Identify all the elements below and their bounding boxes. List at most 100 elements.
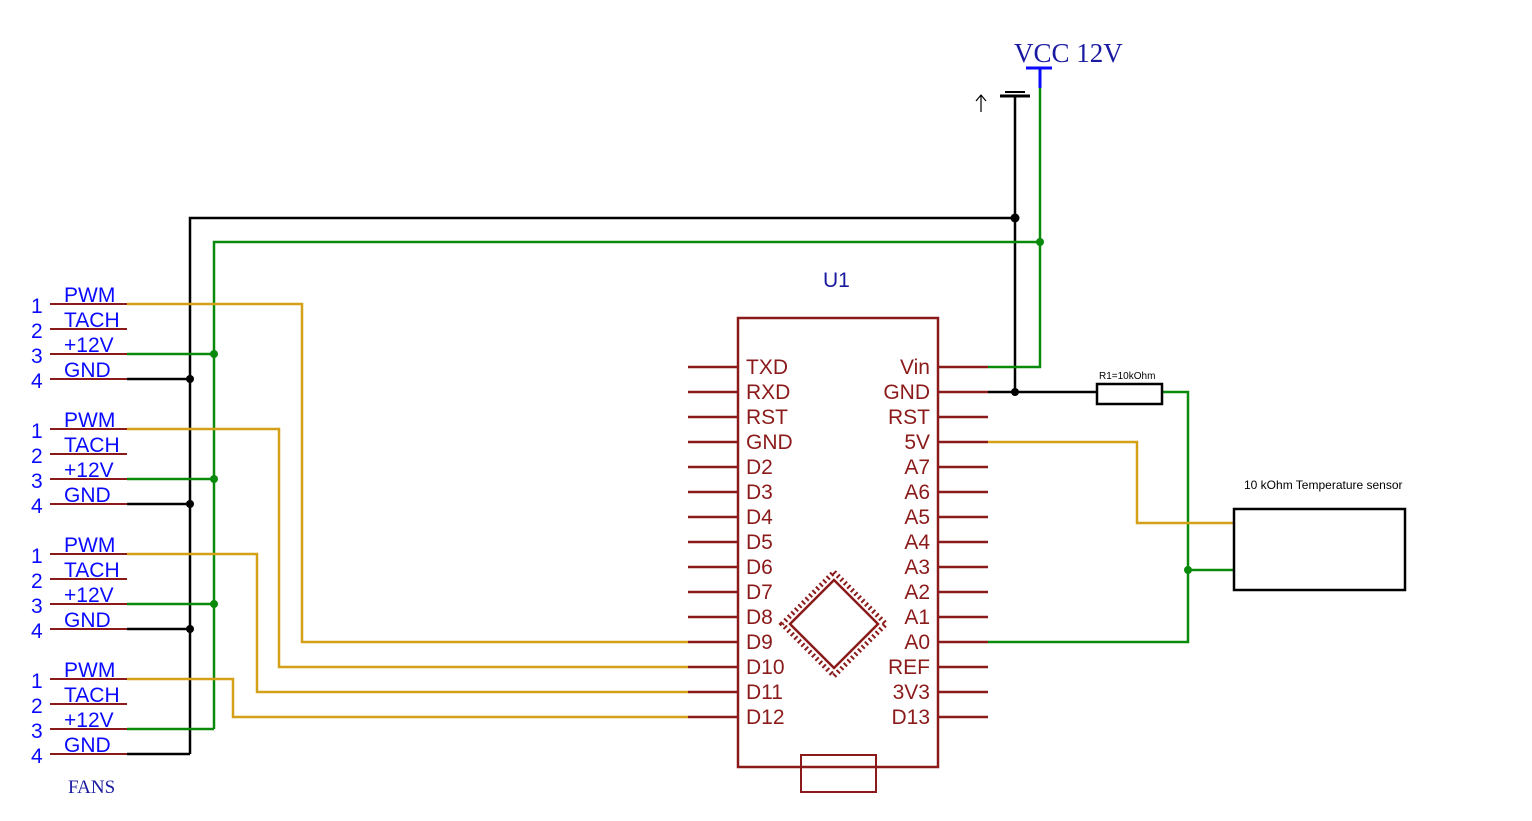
junction-dot bbox=[186, 375, 194, 383]
pin-label-left: D3 bbox=[746, 481, 773, 504]
pin-label-left: D5 bbox=[746, 531, 773, 554]
pin-label: GND bbox=[64, 484, 111, 507]
pin-label: +12V bbox=[64, 334, 114, 357]
pwm4-wire bbox=[127, 677, 688, 719]
pwm1-wire bbox=[127, 302, 688, 644]
pin-label-right: 5V bbox=[904, 431, 930, 454]
pin-number: 3 bbox=[31, 345, 43, 368]
pin-label-left: D12 bbox=[746, 706, 785, 729]
resistor-body bbox=[1095, 382, 1164, 406]
pin-label: TACH bbox=[64, 684, 120, 707]
junction-dot bbox=[1011, 388, 1019, 396]
pin-number: 4 bbox=[31, 620, 43, 643]
pin-label-left: TXD bbox=[746, 356, 788, 379]
pin-label-right: 3V3 bbox=[893, 681, 930, 704]
a0-sense-wire bbox=[988, 390, 1190, 644]
junction-dot bbox=[186, 500, 194, 508]
pin-label-right: GND bbox=[883, 381, 930, 404]
junction-dot bbox=[1184, 566, 1192, 574]
pwm2-wire bbox=[127, 427, 688, 669]
vcc-supply-symbol: VCC 12V bbox=[1014, 38, 1123, 88]
pin-label-right: A6 bbox=[904, 481, 930, 504]
sensor-label: 10 kOhm Temperature sensor bbox=[1244, 478, 1403, 492]
pin-number: 4 bbox=[31, 745, 43, 768]
pin-label: +12V bbox=[64, 709, 114, 732]
pin-label: TACH bbox=[64, 434, 120, 457]
pin-label-right: A2 bbox=[904, 581, 930, 604]
fans-caption: FANS bbox=[68, 777, 115, 798]
pin-label-left: GND bbox=[746, 431, 793, 454]
junction-dot bbox=[210, 600, 218, 608]
pin-label-left: D10 bbox=[746, 656, 785, 679]
pin-number: 1 bbox=[31, 420, 43, 443]
pin-label: TACH bbox=[64, 309, 120, 332]
vin-wire bbox=[988, 88, 1042, 369]
fan-connector-4: 1 2 3 4 PWM TACH +12V GND bbox=[31, 659, 127, 768]
fan-connector-3: 1 2 3 4 PWM TACH +12V GND bbox=[31, 534, 127, 643]
pin-label-left: D8 bbox=[746, 606, 773, 629]
power-net bbox=[127, 88, 1234, 731]
pin-label-right: A3 bbox=[904, 556, 930, 579]
pin-label: +12V bbox=[64, 584, 114, 607]
junction-dot bbox=[210, 350, 218, 358]
5v-wire bbox=[988, 440, 1234, 525]
pin-number: 1 bbox=[31, 670, 43, 693]
pin-label: +12V bbox=[64, 459, 114, 482]
pin-label-left: D9 bbox=[746, 631, 773, 654]
pin-label: PWM bbox=[64, 659, 115, 682]
signal-net bbox=[127, 302, 1234, 719]
junctions bbox=[186, 213, 1192, 633]
pin-label-right: RST bbox=[888, 406, 930, 429]
junction-dot bbox=[1010, 213, 1020, 223]
pin-label-left: RXD bbox=[746, 381, 790, 404]
pin-label-right: D13 bbox=[891, 706, 930, 729]
pin-label: PWM bbox=[64, 284, 115, 307]
pin-number: 2 bbox=[31, 445, 43, 468]
pin-label-left: RST bbox=[746, 406, 788, 429]
usb-connector bbox=[800, 754, 877, 793]
pin-number: 3 bbox=[31, 595, 43, 618]
resistor-label: R1=10kOhm bbox=[1099, 371, 1155, 382]
pin-label-left: D11 bbox=[746, 681, 783, 704]
sensor-body bbox=[1232, 507, 1407, 592]
pin-number: 1 bbox=[31, 295, 43, 318]
pin-label: PWM bbox=[64, 409, 115, 432]
junction-dot bbox=[186, 625, 194, 633]
temperature-sensor: 10 kOhm Temperature sensor bbox=[1232, 478, 1407, 592]
gnd-bus-wire bbox=[188, 216, 1015, 754]
arduino-nano: U1 TXD RXD RST GND D2 bbox=[688, 269, 988, 793]
junction-dot bbox=[210, 475, 218, 483]
pin-label-right: A7 bbox=[904, 456, 930, 479]
pin-number: 4 bbox=[31, 495, 43, 518]
pin-label: PWM bbox=[64, 534, 115, 557]
ground-symbol bbox=[975, 91, 1030, 112]
pin-label-right: Vin bbox=[900, 356, 930, 379]
vcc-label: VCC 12V bbox=[1014, 38, 1123, 68]
pin-label-right: A1 bbox=[904, 606, 930, 629]
pin-label-right: A0 bbox=[904, 631, 930, 654]
pin-label: GND bbox=[64, 359, 111, 382]
pin-label-right: A5 bbox=[904, 506, 930, 529]
fan-connector-1: 1 2 3 4 PWM TACH +12V GND bbox=[31, 284, 127, 393]
pin-label: TACH bbox=[64, 559, 120, 582]
mcu-chip-icon bbox=[778, 568, 890, 680]
pin-number: 2 bbox=[31, 320, 43, 343]
fan-connectors: 1 2 3 4 PWM TACH +12V GND 1 2 3 4 PWM TA… bbox=[31, 284, 127, 798]
pin-number: 2 bbox=[31, 695, 43, 718]
pin-label-left: D7 bbox=[746, 581, 773, 604]
gnd-net bbox=[127, 96, 1097, 756]
pin-number: 4 bbox=[31, 370, 43, 393]
resistor-r1: R1=10kOhm bbox=[1095, 371, 1164, 406]
pin-label-right: REF bbox=[888, 656, 930, 679]
pin-label-left: D4 bbox=[746, 506, 773, 529]
pin-label-left: D2 bbox=[746, 456, 773, 479]
component-ref: U1 bbox=[823, 269, 850, 292]
pwm3-wire bbox=[127, 552, 688, 694]
fan-connector-2: 1 2 3 4 PWM TACH +12V GND bbox=[31, 409, 127, 518]
pin-number: 2 bbox=[31, 570, 43, 593]
pin-number: 3 bbox=[31, 720, 43, 743]
pin-label: GND bbox=[64, 609, 111, 632]
pin-number: 1 bbox=[31, 545, 43, 568]
